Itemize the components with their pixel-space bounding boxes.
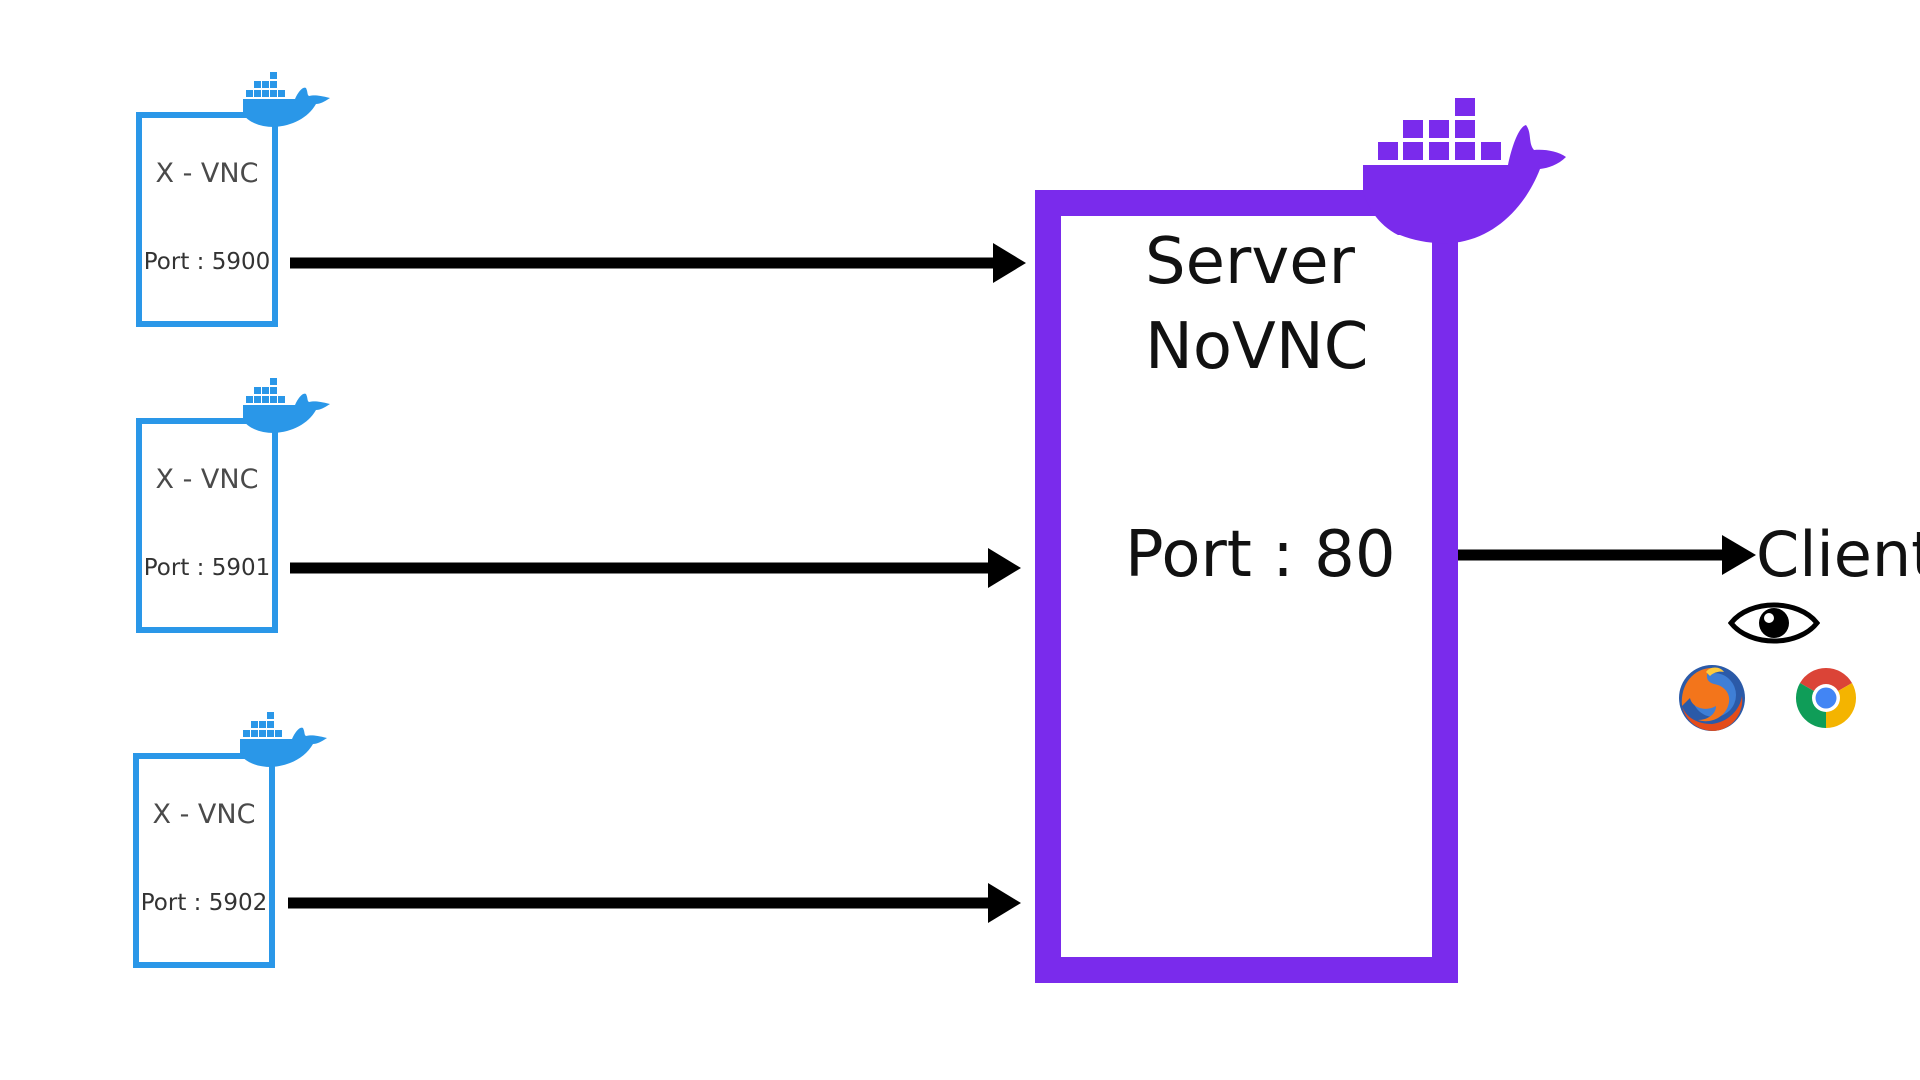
server-title: Server bbox=[1145, 225, 1355, 299]
chrome-icon bbox=[1795, 668, 1857, 728]
arrowhead-5901 bbox=[988, 548, 1021, 588]
vnc-title: X - VNC bbox=[155, 464, 259, 495]
vnc-title: X - VNC bbox=[152, 799, 256, 830]
vnc-node-5901: X - VNC Port : 5901 bbox=[136, 418, 278, 633]
vnc-port: Port : 5902 bbox=[140, 890, 268, 916]
vnc-port: Port : 5900 bbox=[143, 249, 271, 275]
docker-whale-icon bbox=[243, 72, 330, 127]
firefox-icon bbox=[1679, 665, 1745, 731]
docker-whale-icon bbox=[240, 712, 327, 767]
arrowhead-client bbox=[1722, 535, 1756, 575]
server-subtitle: NoVNC bbox=[1145, 310, 1369, 384]
vnc-node-5900: X - VNC Port : 5900 bbox=[136, 112, 278, 327]
server-novnc-box bbox=[1035, 190, 1458, 983]
vnc-title: X - VNC bbox=[155, 158, 259, 189]
arrowhead-5900 bbox=[993, 243, 1026, 283]
docker-whale-icon bbox=[1363, 98, 1566, 244]
vnc-port: Port : 5901 bbox=[143, 555, 271, 581]
docker-whale-icon bbox=[243, 378, 330, 433]
client-label: Client bbox=[1756, 518, 1920, 591]
eye-icon bbox=[1728, 602, 1820, 644]
server-port: Port : 80 bbox=[1125, 518, 1396, 592]
vnc-node-5902: X - VNC Port : 5902 bbox=[133, 753, 275, 968]
arrowhead-5902 bbox=[988, 883, 1021, 923]
